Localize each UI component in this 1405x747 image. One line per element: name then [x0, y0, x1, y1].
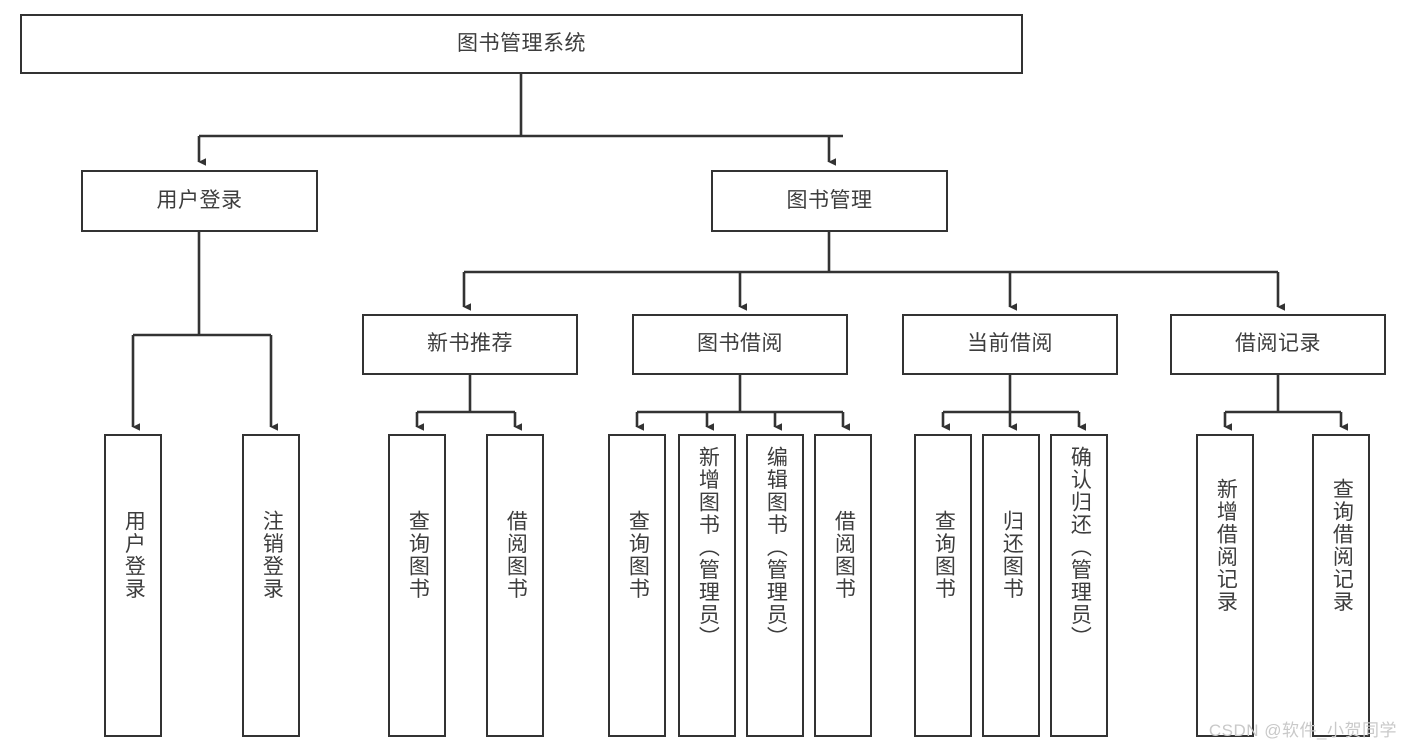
- node-label: 新增图书（管理员）: [696, 446, 720, 649]
- node-borrow-record[interactable]: 借阅记录: [1170, 314, 1386, 375]
- node-label: 确认归还（管理员）: [1068, 446, 1092, 649]
- node-label: 借阅记录: [1235, 332, 1321, 356]
- node-label: 查询借阅记录: [1330, 478, 1354, 613]
- node-new-book-recommend[interactable]: 新书推荐: [362, 314, 578, 375]
- node-label: 用户登录: [156, 188, 243, 212]
- node-add-book-admin[interactable]: 新增图书（管理员）: [678, 434, 736, 737]
- node-borrow-book[interactable]: 借阅图书: [814, 434, 872, 737]
- node-user-login[interactable]: 用户登录: [81, 170, 318, 232]
- node-logout-leaf[interactable]: 注销登录: [242, 434, 300, 737]
- node-label: 图书借阅: [697, 332, 783, 356]
- node-label: 用户登录: [122, 510, 146, 600]
- node-confirm-return-admin[interactable]: 确认归还（管理员）: [1050, 434, 1108, 737]
- node-query-book-current[interactable]: 查询图书: [914, 434, 972, 737]
- node-label: 查询图书: [932, 510, 956, 600]
- node-label: 当前借阅: [967, 332, 1053, 356]
- node-query-book-borrow[interactable]: 查询图书: [608, 434, 666, 737]
- node-label: 新书推荐: [427, 332, 513, 356]
- node-label: 借阅图书: [832, 510, 856, 600]
- node-user-login-leaf[interactable]: 用户登录: [104, 434, 162, 737]
- node-label: 图书管理系统: [457, 31, 586, 55]
- node-label: 编辑图书（管理员）: [764, 446, 788, 649]
- node-label: 借阅图书: [504, 510, 528, 600]
- node-query-borrow-record[interactable]: 查询借阅记录: [1312, 434, 1370, 737]
- node-borrow-book-recommend[interactable]: 借阅图书: [486, 434, 544, 737]
- node-label: 注销登录: [260, 510, 284, 600]
- node-book-management-system[interactable]: 图书管理系统: [20, 14, 1023, 74]
- csdn-watermark: CSDN @软件_小贺同学: [1208, 721, 1397, 740]
- node-label: 查询图书: [406, 510, 430, 600]
- node-book-manage[interactable]: 图书管理: [711, 170, 948, 232]
- node-return-book[interactable]: 归还图书: [982, 434, 1040, 737]
- node-edit-book-admin[interactable]: 编辑图书（管理员）: [746, 434, 804, 737]
- node-label: 图书管理: [786, 188, 873, 212]
- node-label: 查询图书: [626, 510, 650, 600]
- node-book-borrow[interactable]: 图书借阅: [632, 314, 848, 375]
- node-label: 归还图书: [1000, 510, 1024, 600]
- node-add-borrow-record[interactable]: 新增借阅记录: [1196, 434, 1254, 737]
- node-current-borrow[interactable]: 当前借阅: [902, 314, 1118, 375]
- node-label: 新增借阅记录: [1214, 478, 1238, 613]
- node-query-book-recommend[interactable]: 查询图书: [388, 434, 446, 737]
